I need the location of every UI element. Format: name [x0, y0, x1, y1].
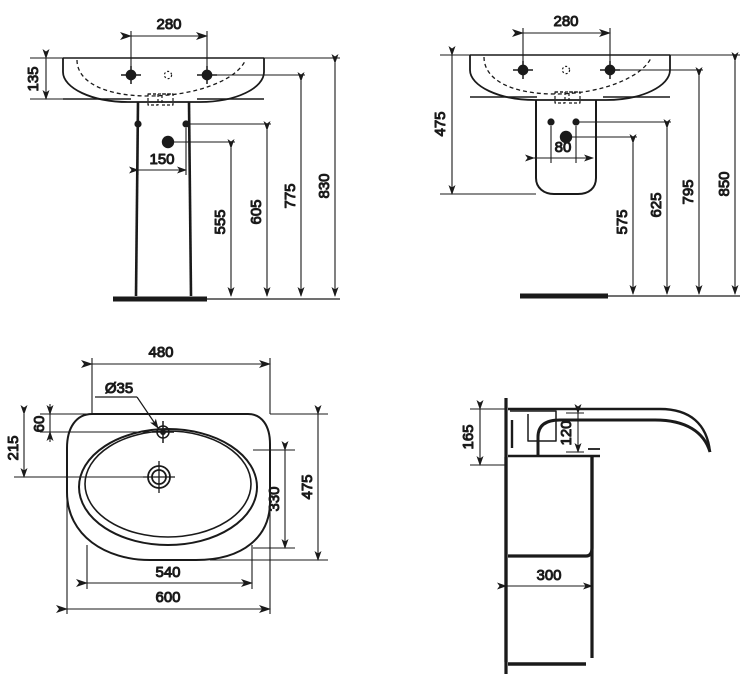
dim-label-280-semi: 280 [553, 13, 578, 30]
dim-label-850-semi: 850 [716, 171, 733, 196]
dim-label-d35-plan: Ø35 [105, 380, 133, 397]
dim-120-side [566, 404, 584, 453]
dim-label-150-front: 150 [149, 151, 174, 168]
dim-label-280-front: 280 [156, 16, 181, 33]
pedestal-column [134, 101, 193, 297]
dim-80-semi [525, 126, 594, 163]
bowl-profile-side [536, 418, 712, 457]
semi-pedestal-shroud [535, 100, 597, 195]
centre-hole-semi [561, 65, 571, 75]
dim-label-165-side: 165 [460, 424, 477, 449]
dim-label-830-front: 830 [316, 173, 333, 198]
dim-280-front [120, 31, 208, 70]
supply-point-left-semi [547, 118, 555, 126]
dim-label-300-side: 300 [536, 567, 561, 584]
dim-830-front [264, 54, 340, 297]
dim-625-semi [576, 119, 671, 295]
dim-60-plan [40, 404, 158, 442]
bowl-back-detail-side [510, 410, 557, 442]
dim-605-front [186, 121, 271, 297]
dim-label-60-plan: 60 [31, 416, 48, 433]
dim-575-semi [566, 134, 637, 295]
dim-label-135-front: 135 [25, 66, 42, 91]
dim-540-plan [76, 545, 253, 589]
basin-outline-semi [469, 54, 671, 101]
dim-label-605-front: 605 [248, 199, 265, 224]
tap-hole-left [121, 66, 141, 84]
dim-label-475-semi: 475 [432, 111, 449, 136]
dim-300-side [497, 548, 593, 600]
dim-150-front [129, 128, 187, 175]
dim-label-120-side: 120 [558, 420, 575, 445]
dim-label-555-front: 555 [212, 209, 229, 234]
view-plan: 480 Ø35 60 215 330 [5, 344, 328, 614]
diameter-leader-plan [95, 396, 159, 429]
dim-600-plan [56, 492, 271, 614]
dim-label-625-semi: 625 [648, 192, 665, 217]
dim-475-plan [210, 405, 328, 561]
dim-label-330-plan: 330 [266, 486, 283, 511]
basin-outline-plan [66, 413, 271, 561]
centre-hole-front [163, 70, 173, 80]
overflow-detail [147, 93, 174, 106]
basin-bowl-hidden-line [76, 59, 246, 97]
dim-label-575-semi: 575 [614, 209, 631, 234]
bowl-rim-inner-plan [84, 430, 252, 538]
overflow-detail-semi [554, 91, 581, 104]
dim-label-215-plan: 215 [5, 435, 22, 460]
basin-outline-front [62, 57, 265, 103]
dim-label-540-plan: 540 [155, 564, 180, 581]
shroud-base-side [508, 457, 594, 558]
view-front-elevation-semi-pedestal: 280 475 80 575 625 795 [432, 13, 740, 299]
dim-795-semi [615, 67, 703, 295]
dim-label-600-plan: 600 [155, 589, 180, 606]
basin-rim-side [508, 407, 712, 453]
dim-555-front [168, 139, 235, 297]
dim-label-795-semi: 795 [680, 179, 697, 204]
dim-label-775-front: 775 [282, 183, 299, 208]
view-front-elevation-full-pedestal: 280 135 150 555 605 [25, 16, 340, 302]
supply-point-left [134, 120, 142, 128]
bowl-rim-outer-plan [78, 428, 258, 546]
dim-330-plan [253, 441, 295, 549]
dim-label-80-semi: 80 [555, 139, 572, 156]
dim-775-front [212, 72, 305, 297]
dim-280-semi [512, 28, 611, 65]
view-side-elevation: 165 120 300 [460, 398, 712, 674]
dim-135-front [30, 49, 63, 100]
basin-bowl-hidden-line-semi [483, 56, 652, 95]
dim-label-480-plan: 480 [148, 344, 173, 361]
dim-label-475-plan: 475 [299, 474, 316, 499]
dim-850-semi [670, 52, 740, 295]
dim-475-semi [440, 46, 536, 195]
dim-480-plan [81, 358, 271, 414]
dim-165-side [470, 400, 506, 466]
dim-215-plan [14, 405, 154, 478]
